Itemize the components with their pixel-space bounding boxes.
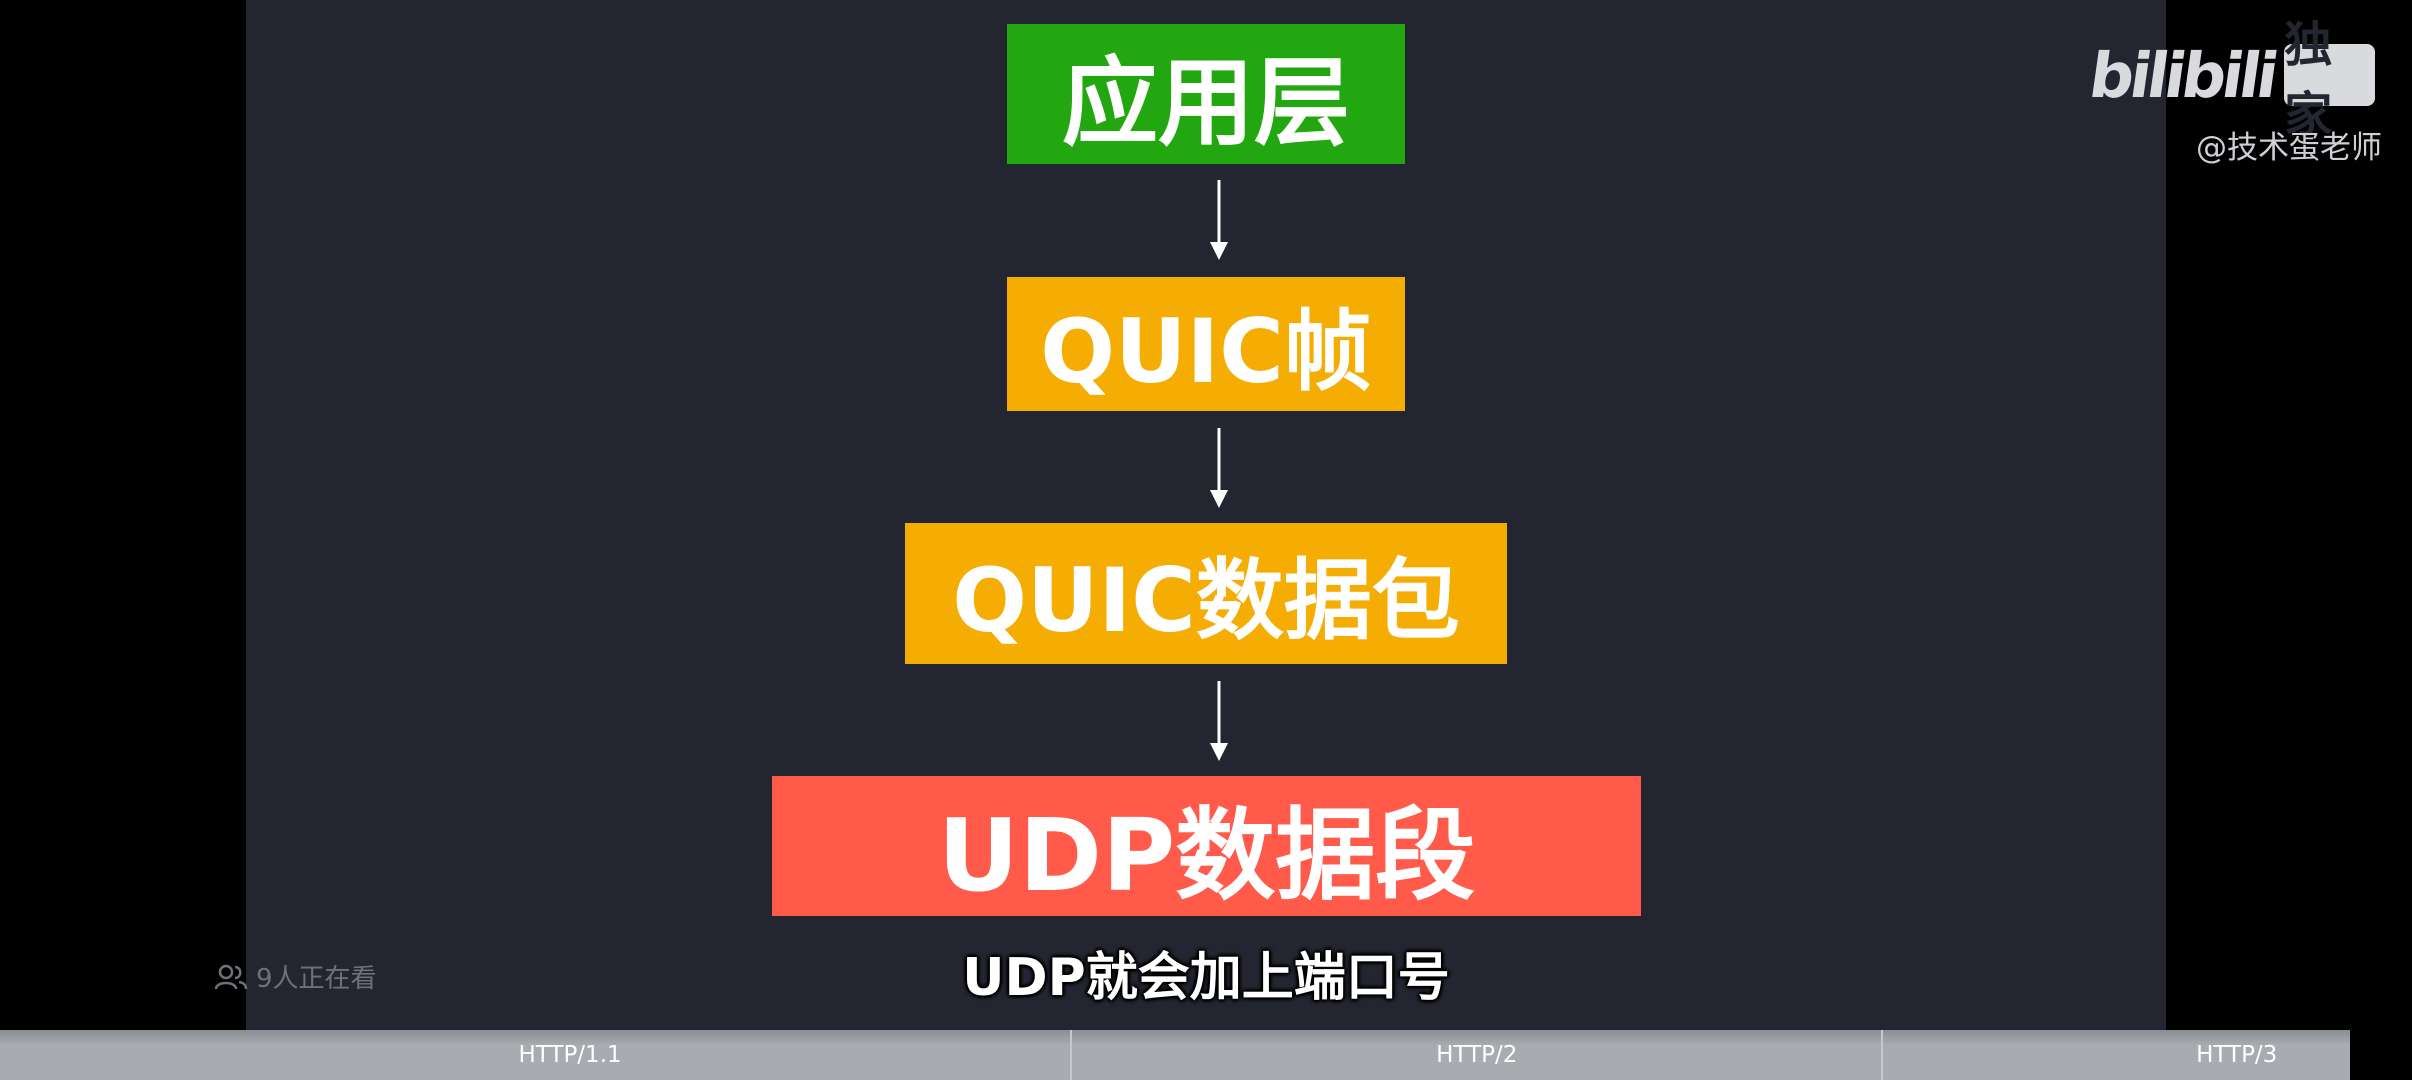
chapter-label: HTTP/1.1 (518, 1042, 622, 1068)
udp-segment-box: UDP数据段 (772, 776, 1641, 916)
application-layer-box: 应用层 (1007, 24, 1405, 164)
viewer-count: 9人正在看 (214, 958, 377, 995)
quic-frame-box: QUIC帧 (1007, 277, 1405, 411)
arrow-down-icon (1210, 428, 1228, 508)
arrow-down-icon (1210, 180, 1228, 260)
chapter-label: HTTP/3 (2196, 1042, 2278, 1068)
chapter-label: HTTP/2 (1436, 1042, 1518, 1068)
arrow-down-icon (1210, 681, 1228, 761)
chapter-bar: HTTP/1.1 HTTP/2 HTTP/3 (0, 1030, 2350, 1080)
viewer-count-label: 9人正在看 (256, 964, 377, 994)
bilibili-logo: bilibili 独家 (2085, 17, 2375, 143)
author-watermark: @技术蛋老师 (2196, 130, 2382, 166)
exclusive-badge: 独家 (2284, 17, 2375, 143)
chapter-http1[interactable]: HTTP/1.1 (0, 1030, 1070, 1080)
chapter-http2[interactable]: HTTP/2 (1070, 1030, 1881, 1080)
video-subtitle: UDP就会加上端口号 (962, 948, 1450, 1008)
video-player[interactable]: 应用层 QUIC帧 QUIC数据包 UDP数据段 UDP就会加上端口号 bili… (246, 0, 2382, 1080)
chapter-http3[interactable]: HTTP/3 (1881, 1030, 2350, 1080)
quic-packet-box: QUIC数据包 (905, 523, 1507, 664)
people-icon (214, 964, 248, 989)
logo-text: bilibili (2084, 38, 2280, 112)
